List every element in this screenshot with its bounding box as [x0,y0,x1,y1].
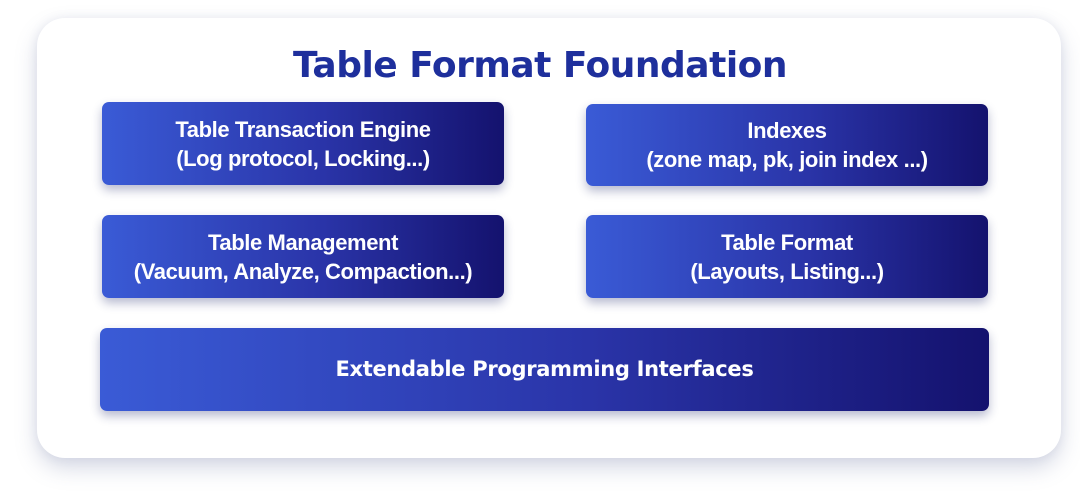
table-format-name: Table Format [721,229,853,255]
transaction-engine-name: Table Transaction Engine [175,116,431,142]
table-management-name: Table Management [207,229,398,255]
transaction-engine-box: Table Transaction Engine (Log protocol, … [102,102,504,185]
table-format-detail: (Layouts, Listing...) [690,258,884,284]
table-management-detail: (Vacuum, Analyze, Compaction...) [133,258,473,284]
indexes-detail: (zone map, pk, join index ...) [646,147,928,172]
indexes-box: Indexes (zone map, pk, join index ...) [586,104,988,186]
programming-interfaces-box: Extendable Programming Interfaces [100,328,989,411]
table-management-box: Table Management (Vacuum, Analyze, Compa… [102,215,504,298]
diagram-title: Table Format Foundation [292,45,788,86]
table-format-box: Table Format (Layouts, Listing...) [586,215,988,298]
indexes-name: Indexes [747,118,827,143]
programming-interfaces-name: Extendable Programming Interfaces [335,357,754,381]
transaction-engine-detail: (Log protocol, Locking...) [176,145,430,171]
